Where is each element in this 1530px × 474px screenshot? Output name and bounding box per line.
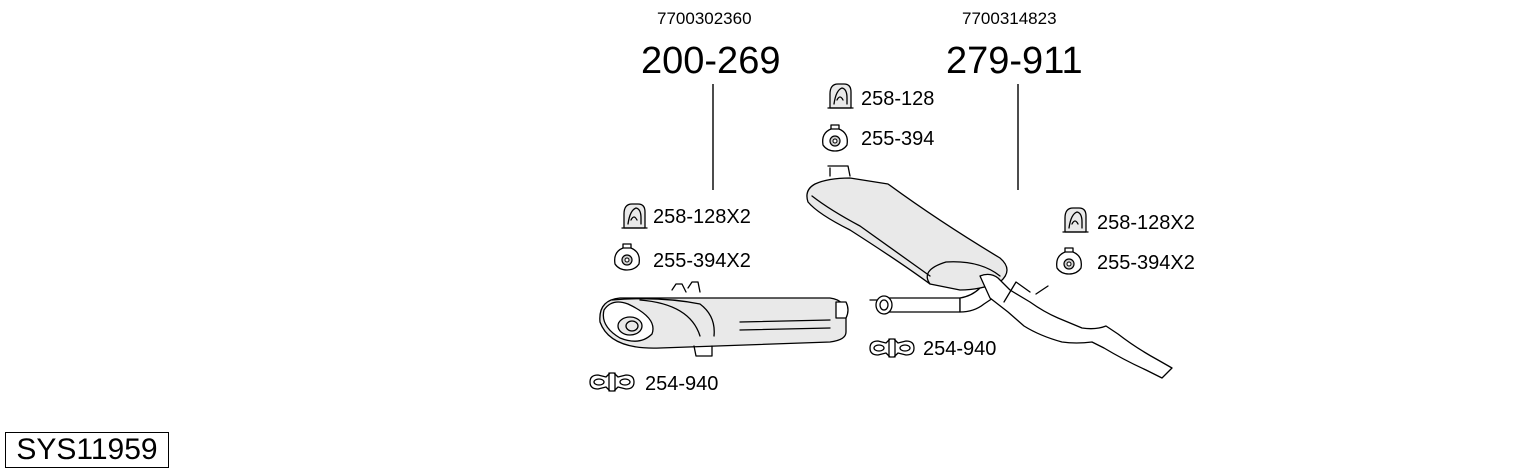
rubber-hanger-icon [827,83,854,109]
fitting-label: 255-394X2 [1097,252,1195,274]
oe-number-279-911: 7700314823 [962,9,1057,28]
clamp-icon [589,372,635,392]
rubber-ring-icon [822,124,848,152]
rubber-ring-icon [1056,247,1082,275]
rubber-hanger-icon [1062,207,1089,233]
fitting-label: 258-128X2 [653,206,751,228]
rear-silencer-drawing [806,165,1173,379]
rubber-ring-icon [614,243,640,271]
front-silencer-drawing [599,281,849,357]
rubber-hanger-icon [621,203,648,229]
fitting-label: 254-940 [923,338,997,360]
system-code-label: SYS11959 [5,432,169,468]
oe-number-200-269: 7700302360 [657,9,752,28]
part-number-200-269: 200-269 [641,40,781,82]
fitting-label: 255-394 [861,128,935,150]
fitting-label: 258-128 [861,88,935,110]
part-number-279-911: 279-911 [946,40,1083,82]
clamp-icon [869,338,915,358]
fitting-label: 254-940 [645,373,719,395]
fitting-label: 258-128X2 [1097,212,1195,234]
fitting-label: 255-394X2 [653,250,751,272]
